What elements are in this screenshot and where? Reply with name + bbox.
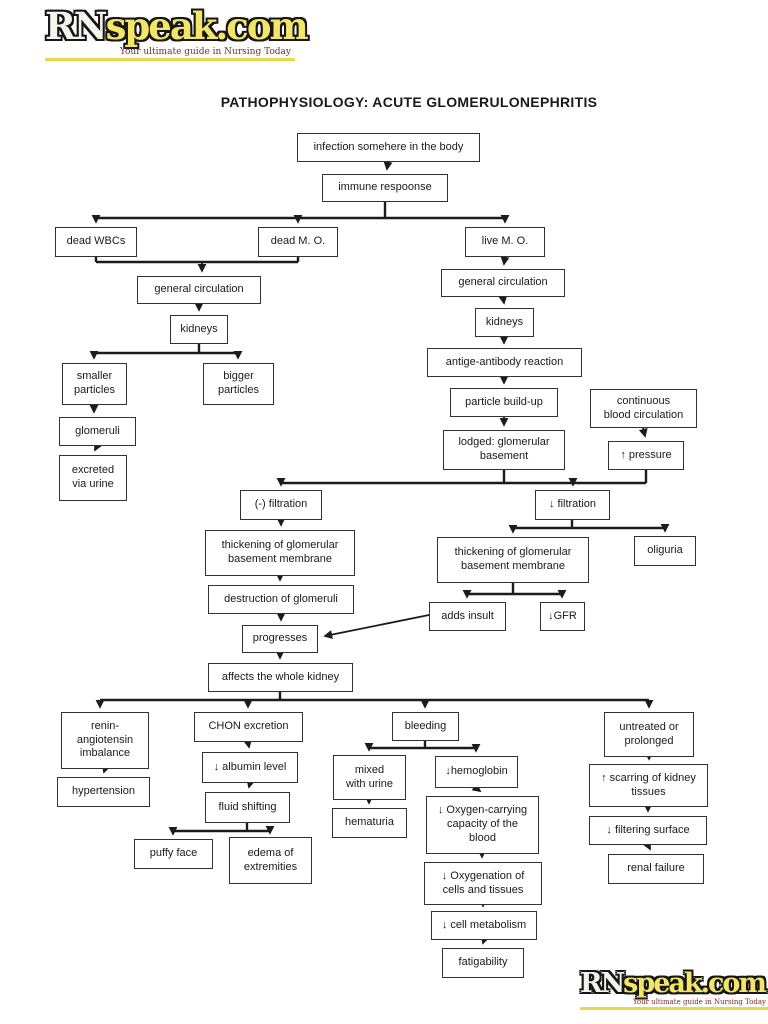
node-decreased-hemoglobin: ↓hemoglobin bbox=[435, 756, 518, 788]
node-antigen-antibody-reaction: antige-antibody reaction bbox=[427, 348, 582, 377]
rnspeak-logo: RNspeak.com bbox=[45, 8, 309, 45]
node-continuous-blood-circulation: continuous blood circulation bbox=[590, 389, 697, 428]
node-fluid-shifting: fluid shifting bbox=[205, 792, 290, 823]
node-adds-insult: adds insult bbox=[429, 602, 506, 631]
node-dead-mo: dead M. O. bbox=[258, 227, 338, 257]
logo-top: RNspeak.com Your ultimate guide in Nursi… bbox=[45, 8, 309, 61]
node-hematuria: hematuria bbox=[332, 808, 407, 838]
node-increased-pressure: ↑ pressure bbox=[608, 441, 684, 470]
logo-bottom: RNspeak.com Your ultimate guide in Nursi… bbox=[580, 970, 768, 1010]
node-infection: infection somehere in the body bbox=[297, 133, 480, 162]
node-oliguria: oliguria bbox=[634, 536, 696, 566]
node-fatigability: fatigability bbox=[442, 948, 524, 978]
logo-underline-bar bbox=[580, 1007, 768, 1010]
node-decreased-filtering-surface: ↓ filtering surface bbox=[589, 816, 707, 845]
logo-underline-bar bbox=[45, 58, 295, 61]
node-bleeding: bleeding bbox=[392, 712, 459, 741]
rnspeak-logo: RNspeak.com bbox=[580, 970, 768, 997]
node-kidneys-left: kidneys bbox=[170, 315, 228, 344]
node-decreased-cell-metabolism: ↓ cell metabolism bbox=[431, 911, 537, 940]
logo-tagline: Your ultimate guide in Nursing Today bbox=[632, 998, 766, 1006]
node-dead-wbcs: dead WBCs bbox=[55, 227, 137, 257]
node-decreased-albumin-level: ↓ albumin level bbox=[202, 752, 298, 783]
node-glomeruli: glomeruli bbox=[59, 417, 136, 446]
logo-brand-prefix: RN bbox=[45, 4, 108, 48]
node-bigger-particles: bigger particles bbox=[203, 363, 274, 405]
node-smaller-particles: smaller particles bbox=[62, 363, 127, 405]
node-renal-failure: renal failure bbox=[608, 854, 704, 884]
node-decreased-gfr: ↓GFR bbox=[540, 602, 585, 631]
node-thickening-left: thickening of glomerular basement membra… bbox=[205, 530, 355, 576]
node-live-mo: live M. O. bbox=[465, 227, 545, 257]
node-destruction-of-glomeruli: destruction of glomeruli bbox=[208, 585, 354, 614]
node-particle-buildup: particle build-up bbox=[450, 388, 558, 417]
logo-brand-suffix: speak.com bbox=[105, 4, 309, 48]
node-thickening-right: thickening of glomerular basement membra… bbox=[437, 537, 589, 583]
node-general-circulation-left: general circulation bbox=[137, 276, 261, 304]
logo-brand-prefix: RN bbox=[580, 968, 625, 999]
logo-tagline: Your ultimate guide in Nursing Today bbox=[119, 47, 291, 57]
node-mixed-with-urine: mixed with urine bbox=[333, 755, 406, 800]
node-excreted-via-urine: excreted via urine bbox=[59, 455, 127, 501]
node-immune-response: immune respoonse bbox=[322, 174, 448, 202]
page-title: PATHOPHYSIOLOGY: ACUTE GLOMERULONEPHRITI… bbox=[220, 94, 598, 110]
node-kidneys-right: kidneys bbox=[475, 308, 534, 337]
node-affects-whole-kidney: affects the whole kidney bbox=[208, 663, 353, 692]
node-hypertension: hypertension bbox=[57, 777, 150, 807]
node-lodged-glomerular-basement: lodged: glomerular basement bbox=[443, 430, 565, 470]
node-decreased-oxygenation: ↓ Oxygenation of cells and tissues bbox=[424, 862, 542, 905]
node-increased-scarring: ↑ scarring of kidney tissues bbox=[589, 764, 708, 807]
node-decreased-filtration: ↓ filtration bbox=[535, 490, 610, 520]
node-untreated-or-prolonged: untreated or prolonged bbox=[604, 712, 694, 757]
node-edema-of-extremities: edema of extremities bbox=[229, 837, 312, 884]
logo-brand-suffix: speak.com bbox=[623, 968, 767, 999]
node-renin-angiotensin-imbalance: renin- angiotensin imbalance bbox=[61, 712, 149, 769]
node-general-circulation-right: general circulation bbox=[441, 269, 565, 297]
node-chon-excretion: CHON excretion bbox=[194, 712, 303, 742]
node-progresses: progresses bbox=[242, 625, 318, 653]
node-puffy-face: puffy face bbox=[134, 839, 213, 869]
node-negative-filtration: (-) filtration bbox=[240, 490, 322, 520]
node-decreased-oxygen-capacity: ↓ Oxygen-carrying capacity of the blood bbox=[426, 796, 539, 854]
